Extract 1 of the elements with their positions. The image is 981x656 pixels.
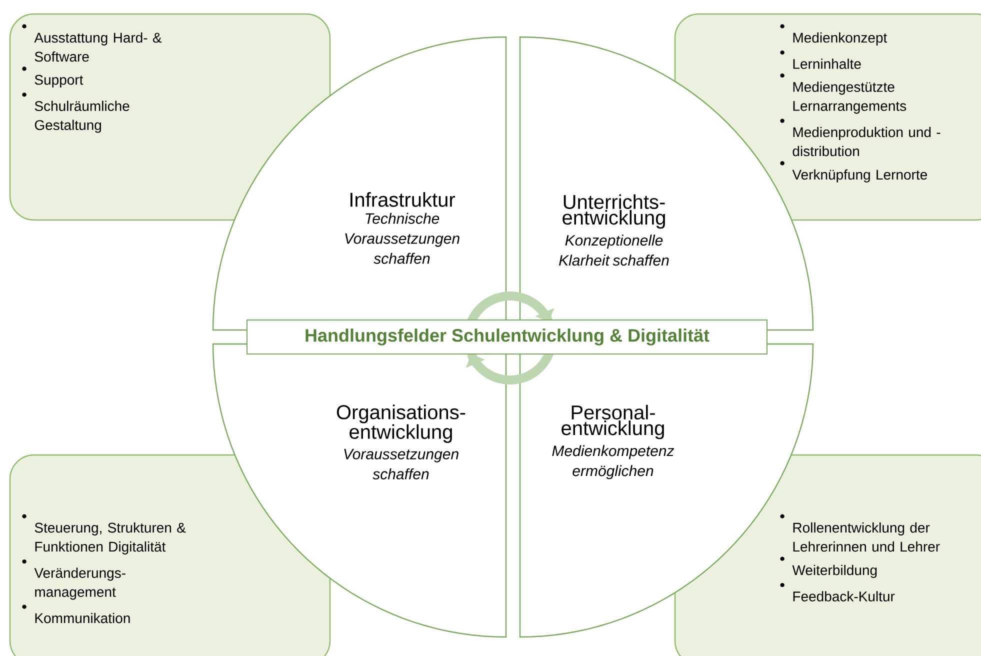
title-banner: Handlungsfelder Schulentwicklung & Digitalität xyxy=(246,320,768,354)
